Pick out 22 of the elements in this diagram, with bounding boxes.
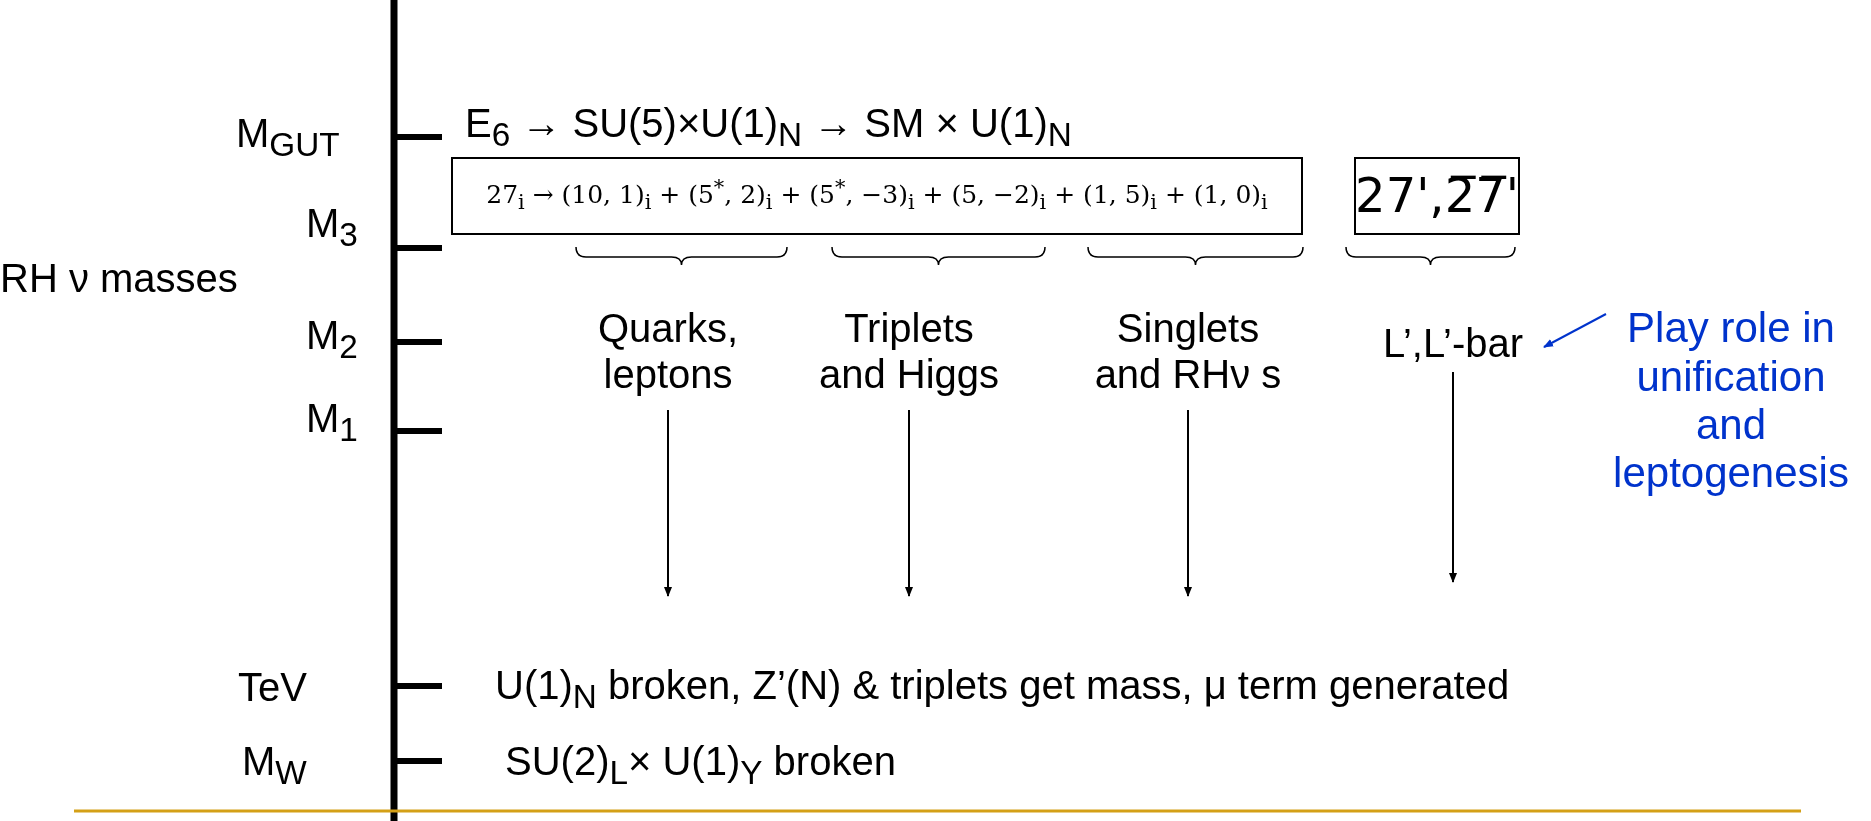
arrow [1543,313,1607,348]
scale-label: M$_{W}$ [242,738,307,793]
scale-description: U(1)$_{N}$ broken, Z’(N) & triplets get mass, μ term generated [495,664,1775,714]
particle-group-label: L’,L’-bar [1364,318,1542,368]
particle-group-label: Triplets and Higgs [811,296,1007,406]
formula-box: 27$_{i}$ → (10, 1)$_{i}$ + (5$^{*}$, 2)$_{i}$ + (5$^{*}$, −3)$_{i}$ + (5, −2)$_{i}$ + (1, 5)$_{i}$ + (1, 0)$_{i}$ [451,157,1303,235]
scale-label: M$_{1}$ [306,395,358,450]
scale-label: M$_{GUT}$ [236,110,340,165]
annotation-text: Play role in unification and leptogenesis [1606,296,1856,506]
scale-description: SU(2)$_{L}$× U(1)$_{Y}$ broken [505,738,896,793]
arrow [1184,409,1192,597]
scale-label: TeV [238,664,307,710]
representation-box: 27',2̅7̅' [1354,157,1520,235]
arrow [664,409,672,597]
axis-annotation: RH ν masses [0,255,238,301]
arrow [905,409,913,597]
scale-label: M$_{3}$ [306,200,358,255]
particle-group-label: Quarks, leptons [568,296,768,406]
particle-group-label: Singlets and RHν s [1086,296,1290,406]
arrow [1449,371,1457,583]
scale-label: M$_{2}$ [306,312,358,367]
symmetry-breaking-chain: E$_{6}$ → SU(5)×U(1)$_{N}$ → SM × U(1)$_{N}$ [465,100,1072,155]
